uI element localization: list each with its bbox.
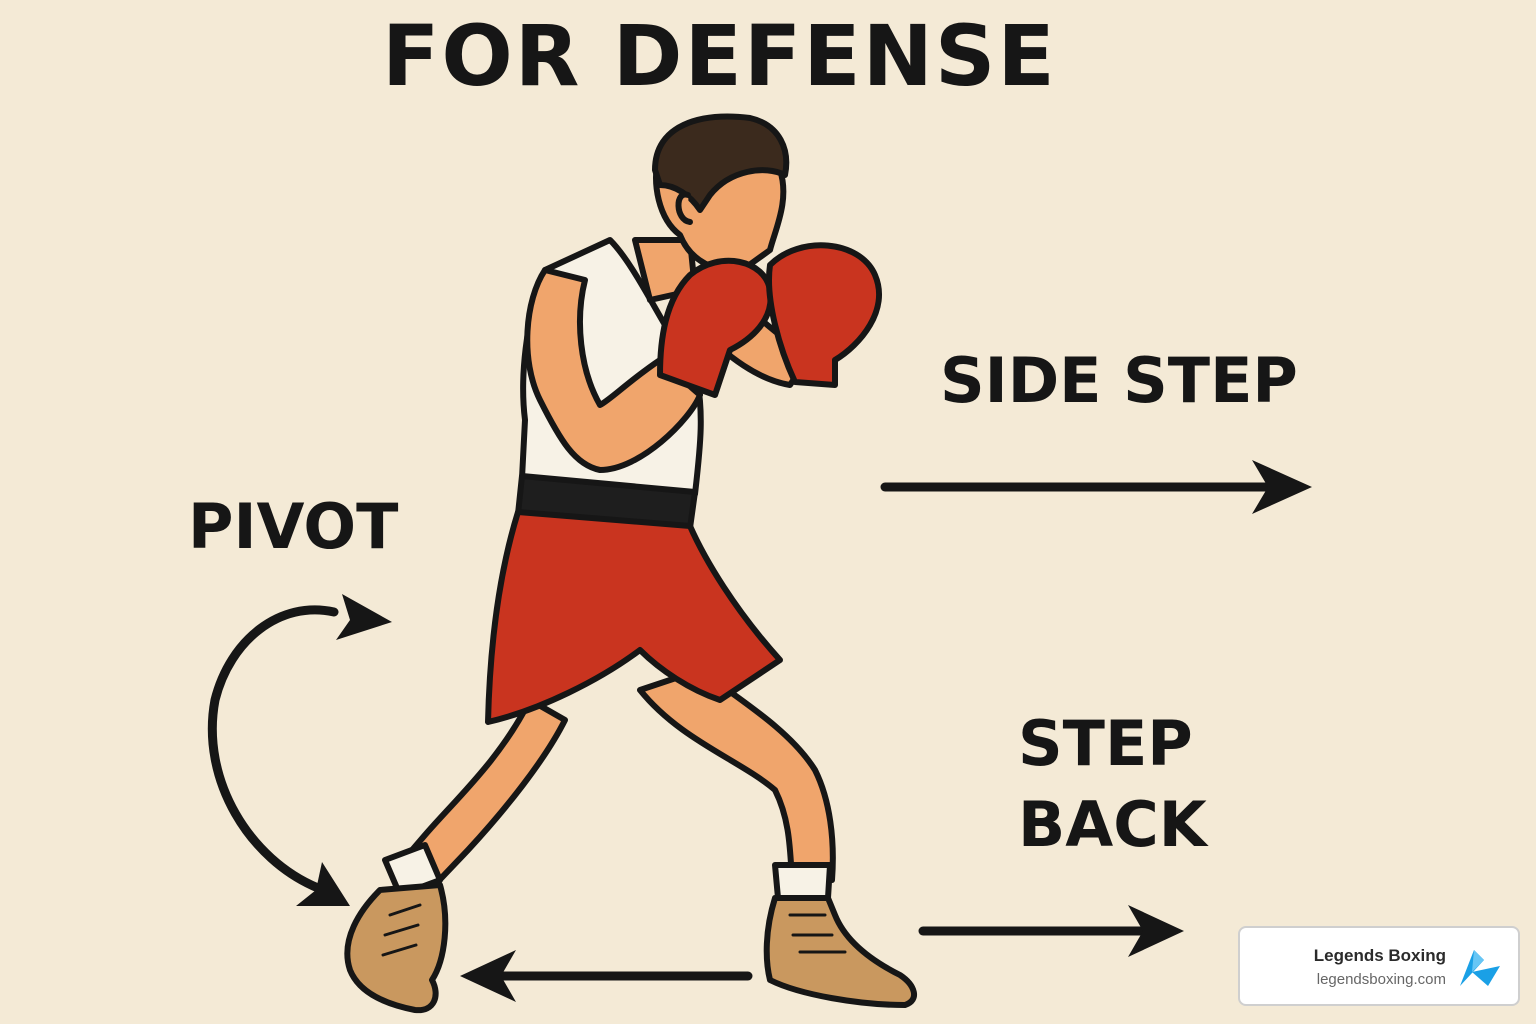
legends-boxing-logo-icon (1460, 950, 1500, 986)
step-back-line1: STEP (1018, 707, 1193, 780)
step-back-arrow-left (460, 950, 753, 1002)
side-step-arrow (880, 460, 1312, 514)
pivot-label: PIVOT (188, 490, 399, 563)
step-back-line2: BACK (1018, 787, 1207, 861)
step-back-label: STEP BACK (1018, 704, 1207, 865)
pivot-curved-arrow (207, 594, 392, 906)
boxer-figure (344, 113, 917, 1014)
side-step-label: SIDE STEP (940, 344, 1298, 417)
step-back-arrow-right (918, 905, 1184, 957)
page-title: FOR DEFENSE (382, 7, 1057, 105)
brand-watermark-card: Legends Boxing legendsboxing.com (1238, 926, 1520, 1006)
brand-url: legendsboxing.com (1316, 971, 1446, 988)
brand-name: Legends Boxing (1313, 946, 1446, 965)
